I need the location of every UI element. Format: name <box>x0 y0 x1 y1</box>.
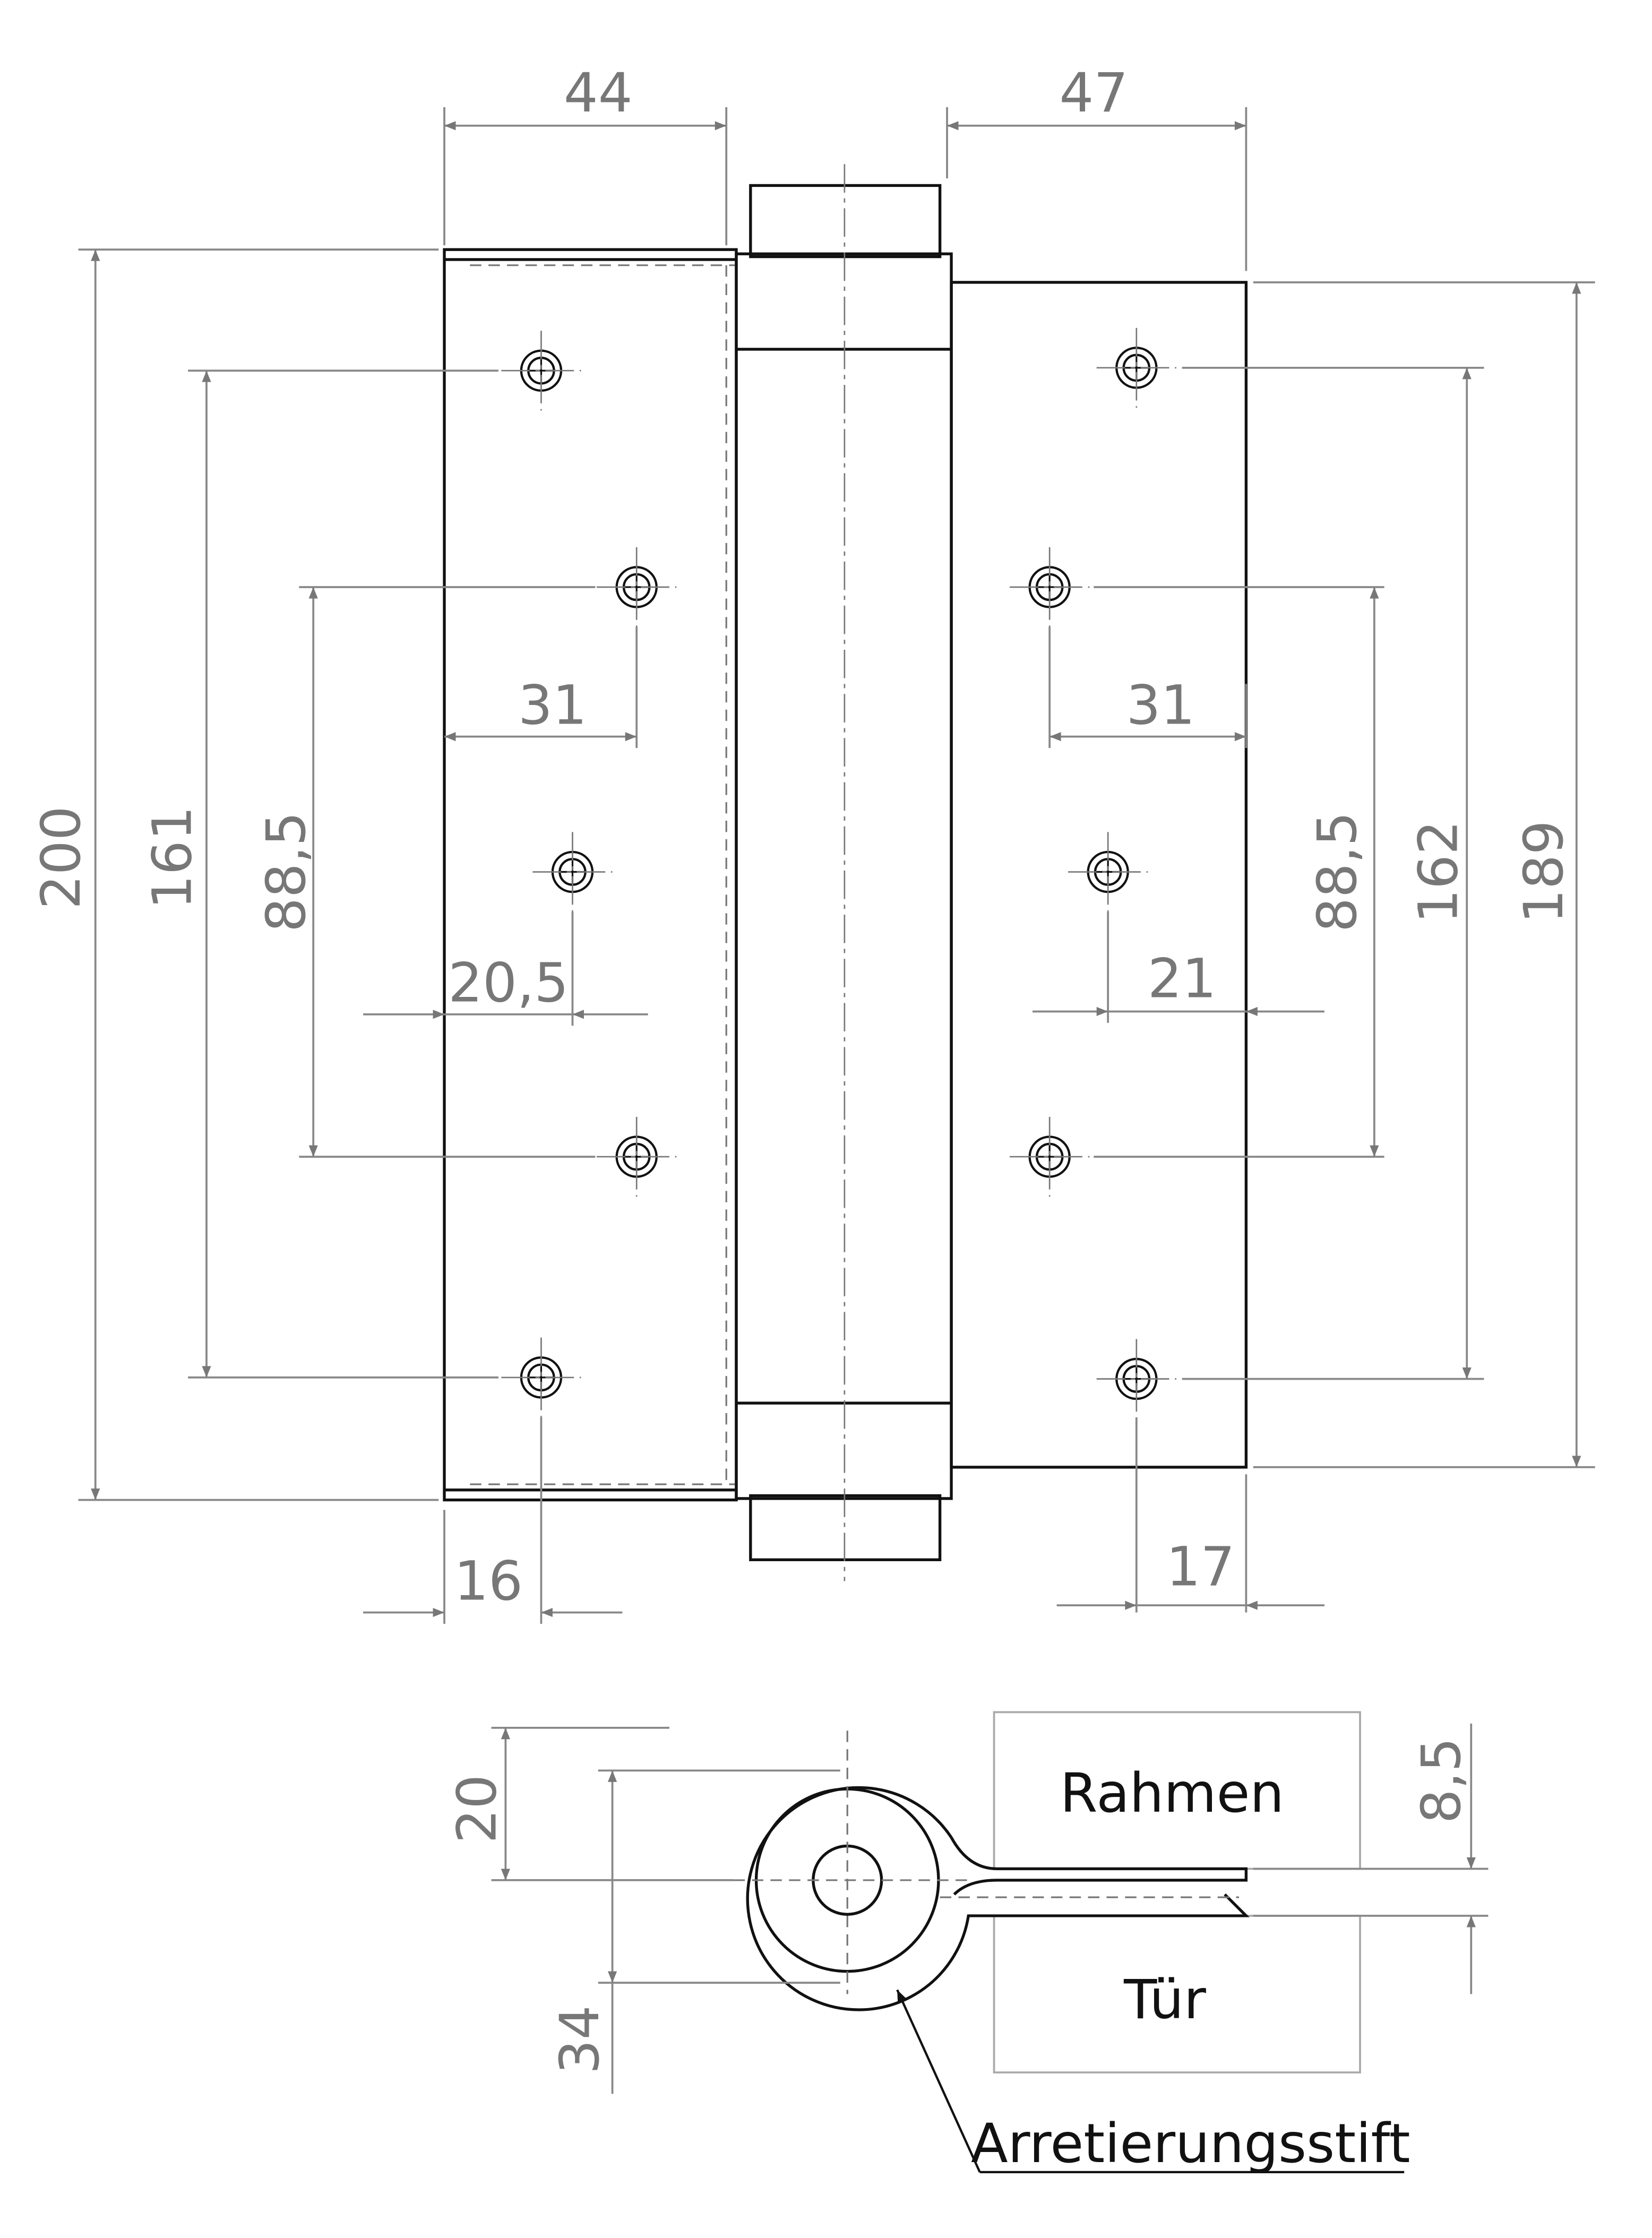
dim-section-8-5: 8,5 <box>1410 1737 1473 1823</box>
screw-hole-icon <box>1010 1116 1090 1197</box>
barrel <box>735 164 953 1581</box>
screw-hole-icon <box>1096 328 1176 408</box>
dim-right-leaf-width: 47 <box>1059 62 1128 125</box>
screw-hole-icon <box>1096 1339 1176 1419</box>
locking-pin-leader <box>896 1989 981 2173</box>
dim-total-height: 200 <box>30 806 93 909</box>
screw-hole-icon <box>532 832 613 912</box>
screw-hole-icon <box>597 1116 677 1197</box>
dim-right-hole-span: 162 <box>1407 820 1470 924</box>
dim-right-inner-span: 88,5 <box>1306 812 1369 932</box>
dim-right-edge-17: 17 <box>1166 1536 1235 1599</box>
dim-right-leaf-height: 189 <box>1512 820 1576 924</box>
dim-left-inner-span: 88,5 <box>255 812 318 932</box>
door-label: Tür <box>1123 1968 1206 2032</box>
screw-hole-icon <box>501 331 581 411</box>
dim-right-offset-21: 21 <box>1148 948 1217 1011</box>
dim-right-offset-31: 31 <box>1126 674 1195 737</box>
screw-hole-icon <box>501 1337 581 1418</box>
dimension-lines <box>91 121 1581 1617</box>
screw-hole-icon <box>1068 832 1148 912</box>
screw-hole-icon <box>1010 547 1090 627</box>
dim-left-leaf-width: 44 <box>564 62 633 125</box>
dim-section-34: 34 <box>548 2005 612 2075</box>
section-view: Rahmen Tür 20 34 8,5 Arretierungsstift <box>446 1711 1488 2175</box>
frame-label: Rahmen <box>1060 1762 1284 1825</box>
screw-holes <box>501 328 1176 1419</box>
dim-left-offset-20-5: 20,5 <box>448 952 569 1015</box>
dim-section-20: 20 <box>446 1775 509 1844</box>
locking-pin-label: Arretierungsstift <box>971 2112 1410 2175</box>
extension-lines <box>78 107 1595 1624</box>
dim-left-offset-31: 31 <box>518 674 587 737</box>
dim-left-edge-16: 16 <box>454 1550 523 1613</box>
left-leaf <box>443 248 738 1502</box>
dim-left-hole-span: 161 <box>141 806 204 909</box>
screw-hole-icon <box>597 547 677 627</box>
right-leaf <box>950 281 1248 1469</box>
front-view: 44 47 200 161 88,5 31 20,5 16 31 21 88,5… <box>30 62 1595 1624</box>
